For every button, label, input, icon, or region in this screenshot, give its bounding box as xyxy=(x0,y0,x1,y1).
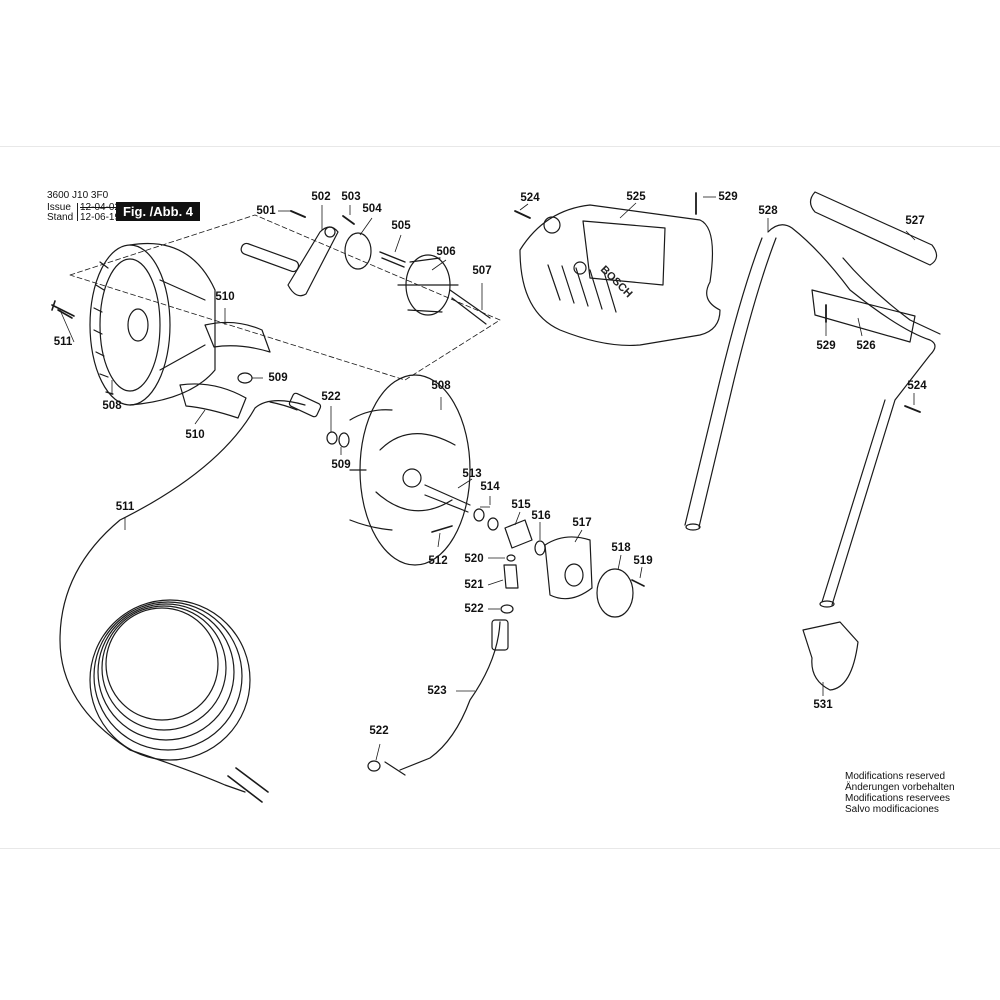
part-label-524-top: 524 xyxy=(520,192,540,204)
note-line-2: Änderungen vorbehalten xyxy=(845,782,955,793)
assembly-boundary-dashed xyxy=(69,214,501,381)
screw-524-right-part xyxy=(904,405,921,413)
handle-housing-part xyxy=(519,204,721,346)
part-label-529-mid: 529 xyxy=(816,340,836,352)
bottom-border-line xyxy=(0,848,1000,849)
seal-ring-part xyxy=(534,540,546,556)
connecting-hose-part xyxy=(384,619,509,776)
part-label-511: 511 xyxy=(115,501,135,513)
part-label-512-center: 512 xyxy=(428,555,448,567)
part-label-510-lower: 510 xyxy=(185,429,205,441)
issue-date: 12-04-02 xyxy=(80,202,121,213)
o-ring-520-part xyxy=(506,554,516,562)
washer-514-b-part xyxy=(487,517,499,531)
screw-503-part xyxy=(342,215,355,225)
handle-frame-part xyxy=(684,224,941,608)
part-label-510-upper: 510 xyxy=(215,291,235,303)
o-ring-522-top-part xyxy=(326,431,338,445)
o-ring-522-lower-part xyxy=(367,760,381,772)
part-label-503: 503 xyxy=(341,191,361,203)
part-label-526: 526 xyxy=(856,340,876,352)
part-label-527: 527 xyxy=(905,215,925,227)
part-label-509-right: 509 xyxy=(331,459,351,471)
screw-left-part xyxy=(51,300,75,319)
screw-524-top-part xyxy=(514,210,531,219)
part-label-501: 501 xyxy=(256,205,276,217)
cover-plate-part xyxy=(596,568,634,618)
doc-number: 3600 J10 3F0 xyxy=(47,190,109,201)
part-label-508-left: 508 xyxy=(102,400,122,412)
reel-drum-right-part xyxy=(349,374,471,566)
part-label-507: 507 xyxy=(472,265,492,277)
garden-hose-coil-part xyxy=(59,392,322,803)
note-line-3: Modifications reservees xyxy=(845,793,951,804)
part-label-529-top: 529 xyxy=(718,191,738,203)
nipple-fitting-part xyxy=(503,564,519,589)
drive-shaft-part xyxy=(449,289,491,325)
part-label-519: 519 xyxy=(633,555,653,567)
part-label-522-top: 522 xyxy=(321,391,341,403)
part-label-502: 502 xyxy=(311,191,331,203)
part-label-515: 515 xyxy=(511,499,531,511)
part-label-504: 504 xyxy=(362,203,382,215)
part-label-505: 505 xyxy=(391,220,411,232)
issue-label: Issue xyxy=(47,202,71,213)
crank-disc-part xyxy=(344,232,372,270)
swivel-housing-bore xyxy=(564,563,584,587)
note-line-4: Salvo modificaciones xyxy=(845,804,939,815)
part-label-514: 514 xyxy=(480,481,500,493)
bracket-part xyxy=(811,289,916,343)
leader-lines xyxy=(59,196,916,761)
figure-tag: Fig. /Abb. 4 xyxy=(116,202,200,221)
crank-handle-part xyxy=(240,226,339,297)
note-line-1: Modifications reserved xyxy=(845,771,946,782)
reel-flange-left-part xyxy=(89,242,216,406)
part-label-516: 516 xyxy=(531,510,551,522)
part-label-524-right: 524 xyxy=(907,380,927,392)
part-label-531: 531 xyxy=(813,699,833,711)
part-label-513: 513 xyxy=(462,468,482,480)
part-label-523: 523 xyxy=(427,685,447,697)
part-label-522-lower: 522 xyxy=(369,725,389,737)
drive-hub-part xyxy=(397,254,459,316)
part-label-509-left: 509 xyxy=(268,372,288,384)
hub-clamp-lower-part xyxy=(179,383,247,419)
o-ring-522-center-part xyxy=(500,604,514,614)
handle-grip-part xyxy=(809,191,938,266)
screw-center-part xyxy=(431,525,453,533)
coupling-part xyxy=(504,519,533,549)
screw-501-part xyxy=(290,210,306,218)
part-label-506: 506 xyxy=(436,246,456,258)
part-label-518: 518 xyxy=(611,542,631,554)
stand-date: 12-06-19 xyxy=(80,212,121,223)
stand-label: Stand xyxy=(47,212,74,223)
washer-514-a-part xyxy=(473,508,485,522)
retaining-ring-part xyxy=(237,372,253,384)
screw-519-part xyxy=(631,579,645,587)
retaining-ring-509-part xyxy=(338,432,350,448)
part-label-508-right: 508 xyxy=(431,380,451,392)
part-label-517: 517 xyxy=(572,517,592,529)
part-label-521: 521 xyxy=(464,579,484,591)
top-border-line xyxy=(0,146,1000,147)
part-label-528: 528 xyxy=(758,205,778,217)
pin-part xyxy=(379,251,406,268)
part-label-522-center: 522 xyxy=(464,603,484,615)
swivel-housing-part xyxy=(544,536,593,600)
support-foot-part xyxy=(802,621,859,691)
part-label-520: 520 xyxy=(464,553,484,565)
axle-part xyxy=(424,484,471,513)
part-label-525: 525 xyxy=(626,191,646,203)
header-bracket xyxy=(69,203,78,221)
part-label-512-left: 511 xyxy=(53,336,73,348)
